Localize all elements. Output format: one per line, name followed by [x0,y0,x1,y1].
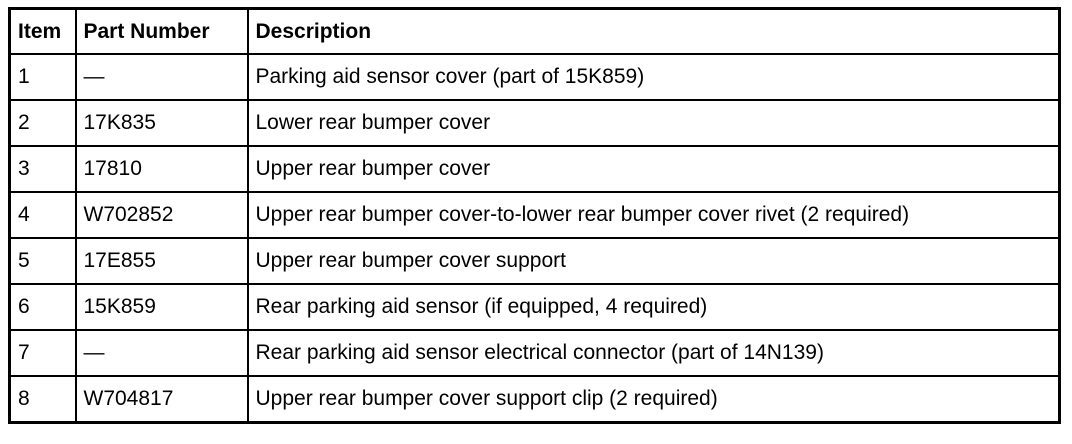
cell-description: Upper rear bumper cover support clip (2 … [246,375,1061,424]
header-item: Item [8,7,77,55]
cell-description: Upper rear bumper cover support [246,237,1061,285]
cell-item: 3 [8,145,77,193]
header-part-number: Part Number [74,7,249,55]
cell-item: 2 [8,99,77,147]
cell-part-number: 17E855 [74,237,249,285]
cell-part-number: 17K835 [74,99,249,147]
cell-item: 7 [8,329,77,377]
table-row: 2 17K835 Lower rear bumper cover [8,99,1061,147]
cell-item: 4 [8,191,77,239]
cell-part-number: 17810 [74,145,249,193]
table-row: 1 — Parking aid sensor cover (part of 15… [8,53,1061,101]
parts-table: Item Part Number Description 1 — Parking… [8,7,1061,424]
cell-part-number: W704817 [74,375,249,424]
cell-item: 6 [8,283,77,331]
table-header-row: Item Part Number Description [8,7,1061,55]
cell-item: 5 [8,237,77,285]
cell-description: Upper rear bumper cover [246,145,1061,193]
table-row: 4 W702852 Upper rear bumper cover-to-low… [8,191,1061,239]
cell-description: Upper rear bumper cover-to-lower rear bu… [246,191,1061,239]
cell-part-number: 15K859 [74,283,249,331]
cell-item: 1 [8,53,77,101]
cell-part-number: W702852 [74,191,249,239]
cell-part-number: — [74,53,249,101]
cell-description: Lower rear bumper cover [246,99,1061,147]
table-row: 8 W704817 Upper rear bumper cover suppor… [8,375,1061,424]
table-row: 3 17810 Upper rear bumper cover [8,145,1061,193]
cell-item: 8 [8,375,77,424]
table-row: 6 15K859 Rear parking aid sensor (if equ… [8,283,1061,331]
table-row: 7 — Rear parking aid sensor electrical c… [8,329,1061,377]
cell-description: Rear parking aid sensor electrical conne… [246,329,1061,377]
cell-part-number: — [74,329,249,377]
cell-description: Parking aid sensor cover (part of 15K859… [246,53,1061,101]
cell-description: Rear parking aid sensor (if equipped, 4 … [246,283,1061,331]
header-description: Description [246,7,1061,55]
table-row: 5 17E855 Upper rear bumper cover support [8,237,1061,285]
